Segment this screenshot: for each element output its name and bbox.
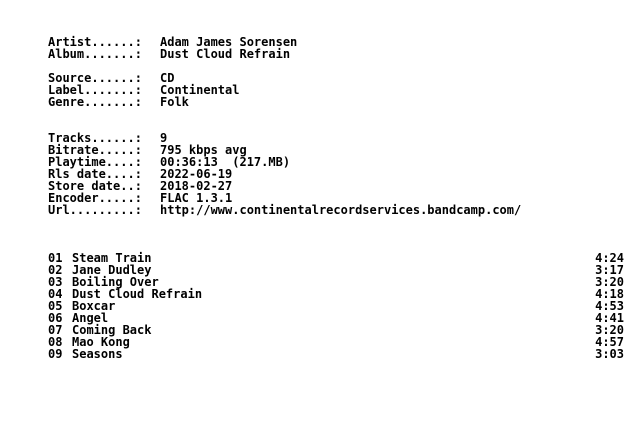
store-date-value: 2018-02-27 [160,179,233,193]
bitrate-value: 795 kbps avg [160,143,247,157]
store-date-key: Store date..: [48,179,142,193]
track-number: 06 [48,311,63,325]
track-title: Seasons [72,347,123,361]
genre-value: Folk [160,95,189,109]
track-row: 03 Boiling Over 3:20 [48,276,624,288]
track-title: Coming Back [72,323,152,337]
track-number: 05 [48,299,63,313]
track-number: 03 [48,275,63,289]
track-title: Boiling Over [72,275,159,289]
rls-date-value: 2022-06-19 [160,167,233,181]
rls-date-key: Rls date....: [48,167,142,181]
track-duration: 4:53 [595,299,624,313]
track-duration: 3:17 [595,263,624,277]
encoder-value: FLAC 1.3.1 [160,191,233,205]
tracks-line: Tracks......: 9 [48,132,624,144]
track-title: Dust Cloud Refrain [72,287,203,301]
track-title: Angel [72,311,109,325]
track-row: 07 Coming Back 3:20 [48,324,624,336]
tracklist: 01 Steam Train 4:24 02 Jane Dudley 3:17 … [48,252,624,360]
track-row: 04 Dust Cloud Refrain 4:18 [48,288,624,300]
encoder-key: Encoder.....: [48,191,142,205]
track-duration: 3:20 [595,275,624,289]
track-duration: 4:41 [595,311,624,325]
encoder-line: Encoder.....: FLAC 1.3.1 [48,192,624,204]
playtime-key: Playtime....: [48,155,142,169]
artist-key: Artist......: [48,35,142,49]
tracks-value: 9 [160,131,168,145]
label-value: Continental [160,83,240,97]
artist-value: Adam James Sorensen [160,35,298,49]
source-key: Source......: [48,71,142,85]
album-value: Dust Cloud Refrain [160,47,291,61]
track-number: 04 [48,287,63,301]
url-value: http://www.continentalrecordservices.ban… [160,203,522,217]
track-row: 05 Boxcar 4:53 [48,300,624,312]
genre-key: Genre.......: [48,95,142,109]
track-duration: 4:18 [595,287,624,301]
track-duration: 4:24 [595,251,624,265]
track-duration: 4:57 [595,335,624,349]
track-title: Jane Dudley [72,263,152,277]
store-date-line: Store date..: 2018-02-27 [48,180,624,192]
track-title: Boxcar [72,299,116,313]
rls-date-line: Rls date....: 2022-06-19 [48,168,624,180]
track-duration: 3:03 [595,347,624,361]
track-number: 01 [48,251,63,265]
url-key: Url.........: [48,203,142,217]
label-key: Label.......: [48,83,142,97]
playtime-line: Playtime....: 00:36:13 (217.MB) [48,156,624,168]
source-value: CD [160,71,175,85]
track-row: 09 Seasons 3:03 [48,348,624,360]
track-row: 08 Mao Kong 4:57 [48,336,624,348]
source-line: Source......: CD [48,72,624,84]
artist-line: Artist......: Adam James Sorensen [48,36,624,48]
track-number: 02 [48,263,63,277]
url-line: Url.........: http://www.continentalreco… [48,204,624,216]
track-number: 07 [48,323,63,337]
bitrate-line: Bitrate.....: 795 kbps avg [48,144,624,156]
track-row: 02 Jane Dudley 3:17 [48,264,624,276]
genre-line: Genre.......: Folk [48,96,624,108]
track-row: 06 Angel 4:41 [48,312,624,324]
label-line: Label.......: Continental [48,84,624,96]
track-number: 09 [48,347,63,361]
tracks-key: Tracks......: [48,131,142,145]
track-title: Mao Kong [72,335,130,349]
playtime-value: 00:36:13 (217.MB) [160,155,291,169]
album-key: Album.......: [48,47,142,61]
nfo-document: Artist......: Adam James Sorensen Album.… [48,36,624,360]
track-number: 08 [48,335,63,349]
track-row: 01 Steam Train 4:24 [48,252,624,264]
track-duration: 3:20 [595,323,624,337]
album-line: Album.......: Dust Cloud Refrain [48,48,624,60]
bitrate-key: Bitrate.....: [48,143,142,157]
track-title: Steam Train [72,251,152,265]
